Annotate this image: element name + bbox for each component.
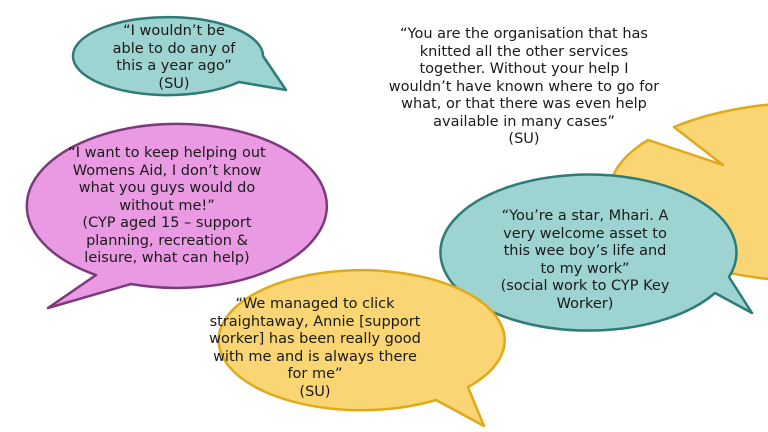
quote-3-line-1: “I want to keep helping out (68, 145, 266, 161)
quote-1-line-1: “I wouldn’t be (123, 23, 225, 39)
quote-2-attribution: (SU) (508, 131, 540, 147)
quote-5-line-5: for me” (287, 366, 343, 382)
quote-5-line-3: worker] has been really good (209, 331, 421, 347)
quote-2-line-2: knitted all the other services (419, 43, 629, 60)
quote-text-5: “We managed to click straightaway, Annie… (192, 296, 438, 401)
quote-2-line-1: “You are the organisation that has (400, 26, 648, 42)
quote-4-line-4: to my work” (540, 260, 630, 277)
quote-2-line-5: what, or that there was even help (401, 96, 647, 112)
quote-4-attribution-1: (social work to CYP Key (500, 278, 670, 294)
speech-bubble-3 (25, 122, 329, 310)
quote-text-2: “You are the organisation that has knitt… (337, 26, 711, 149)
quote-5-line-1: “We managed to click (235, 296, 395, 312)
quote-1-line-2: able to do any of (112, 40, 236, 57)
quote-3-line-3: what you guys would do (78, 180, 256, 196)
quote-text-3: “I want to keep helping out Womens Aid, … (49, 145, 285, 268)
quote-2-line-6: available in many cases” (433, 113, 615, 130)
quote-1-line-3: this a year ago” (116, 58, 232, 74)
quote-5-line-2: straightaway, Annie [support (209, 313, 421, 330)
speech-bubble-1 (71, 15, 288, 97)
speech-bubble-4 (439, 173, 754, 332)
quote-3-line-2: Womens Aid, I don’t know (72, 162, 262, 179)
quote-3-line-4: without me!” (119, 197, 215, 214)
quote-4-attribution-2: Worker) (556, 295, 614, 312)
quote-4-line-3: this wee boy’s life and (503, 243, 667, 259)
quote-5-line-4: with me and is always there (213, 348, 417, 365)
quote-5-attribution: (SU) (299, 383, 331, 400)
speech-bubble-5 (217, 268, 506, 428)
quote-3-attribution-2: planning, recreation & (86, 232, 248, 249)
quote-1-attribution: (SU) (158, 75, 190, 92)
quote-2-line-3: together. Without your help I (419, 61, 629, 77)
quote-text-4: “You’re a star, Mhari. A very welcome as… (477, 208, 693, 313)
quote-4-line-2: very welcome asset to (503, 225, 667, 242)
speech-bubble-5-shape (217, 268, 506, 428)
speech-bubble-3-shape (25, 122, 329, 310)
quote-3-attribution-3: leisure, what can help) (84, 250, 250, 266)
quote-3-attribution-1: (CYP aged 15 – support (82, 215, 252, 231)
speech-bubble-4-shape (439, 173, 754, 332)
quote-4-line-1: “You’re a star, Mhari. A (501, 208, 669, 224)
speech-bubble-1-shape (71, 15, 288, 97)
quote-text-1: “I wouldn’t be able to do any of this a … (88, 23, 260, 93)
quote-2-line-4: wouldn’t have known where to go for (388, 78, 660, 95)
